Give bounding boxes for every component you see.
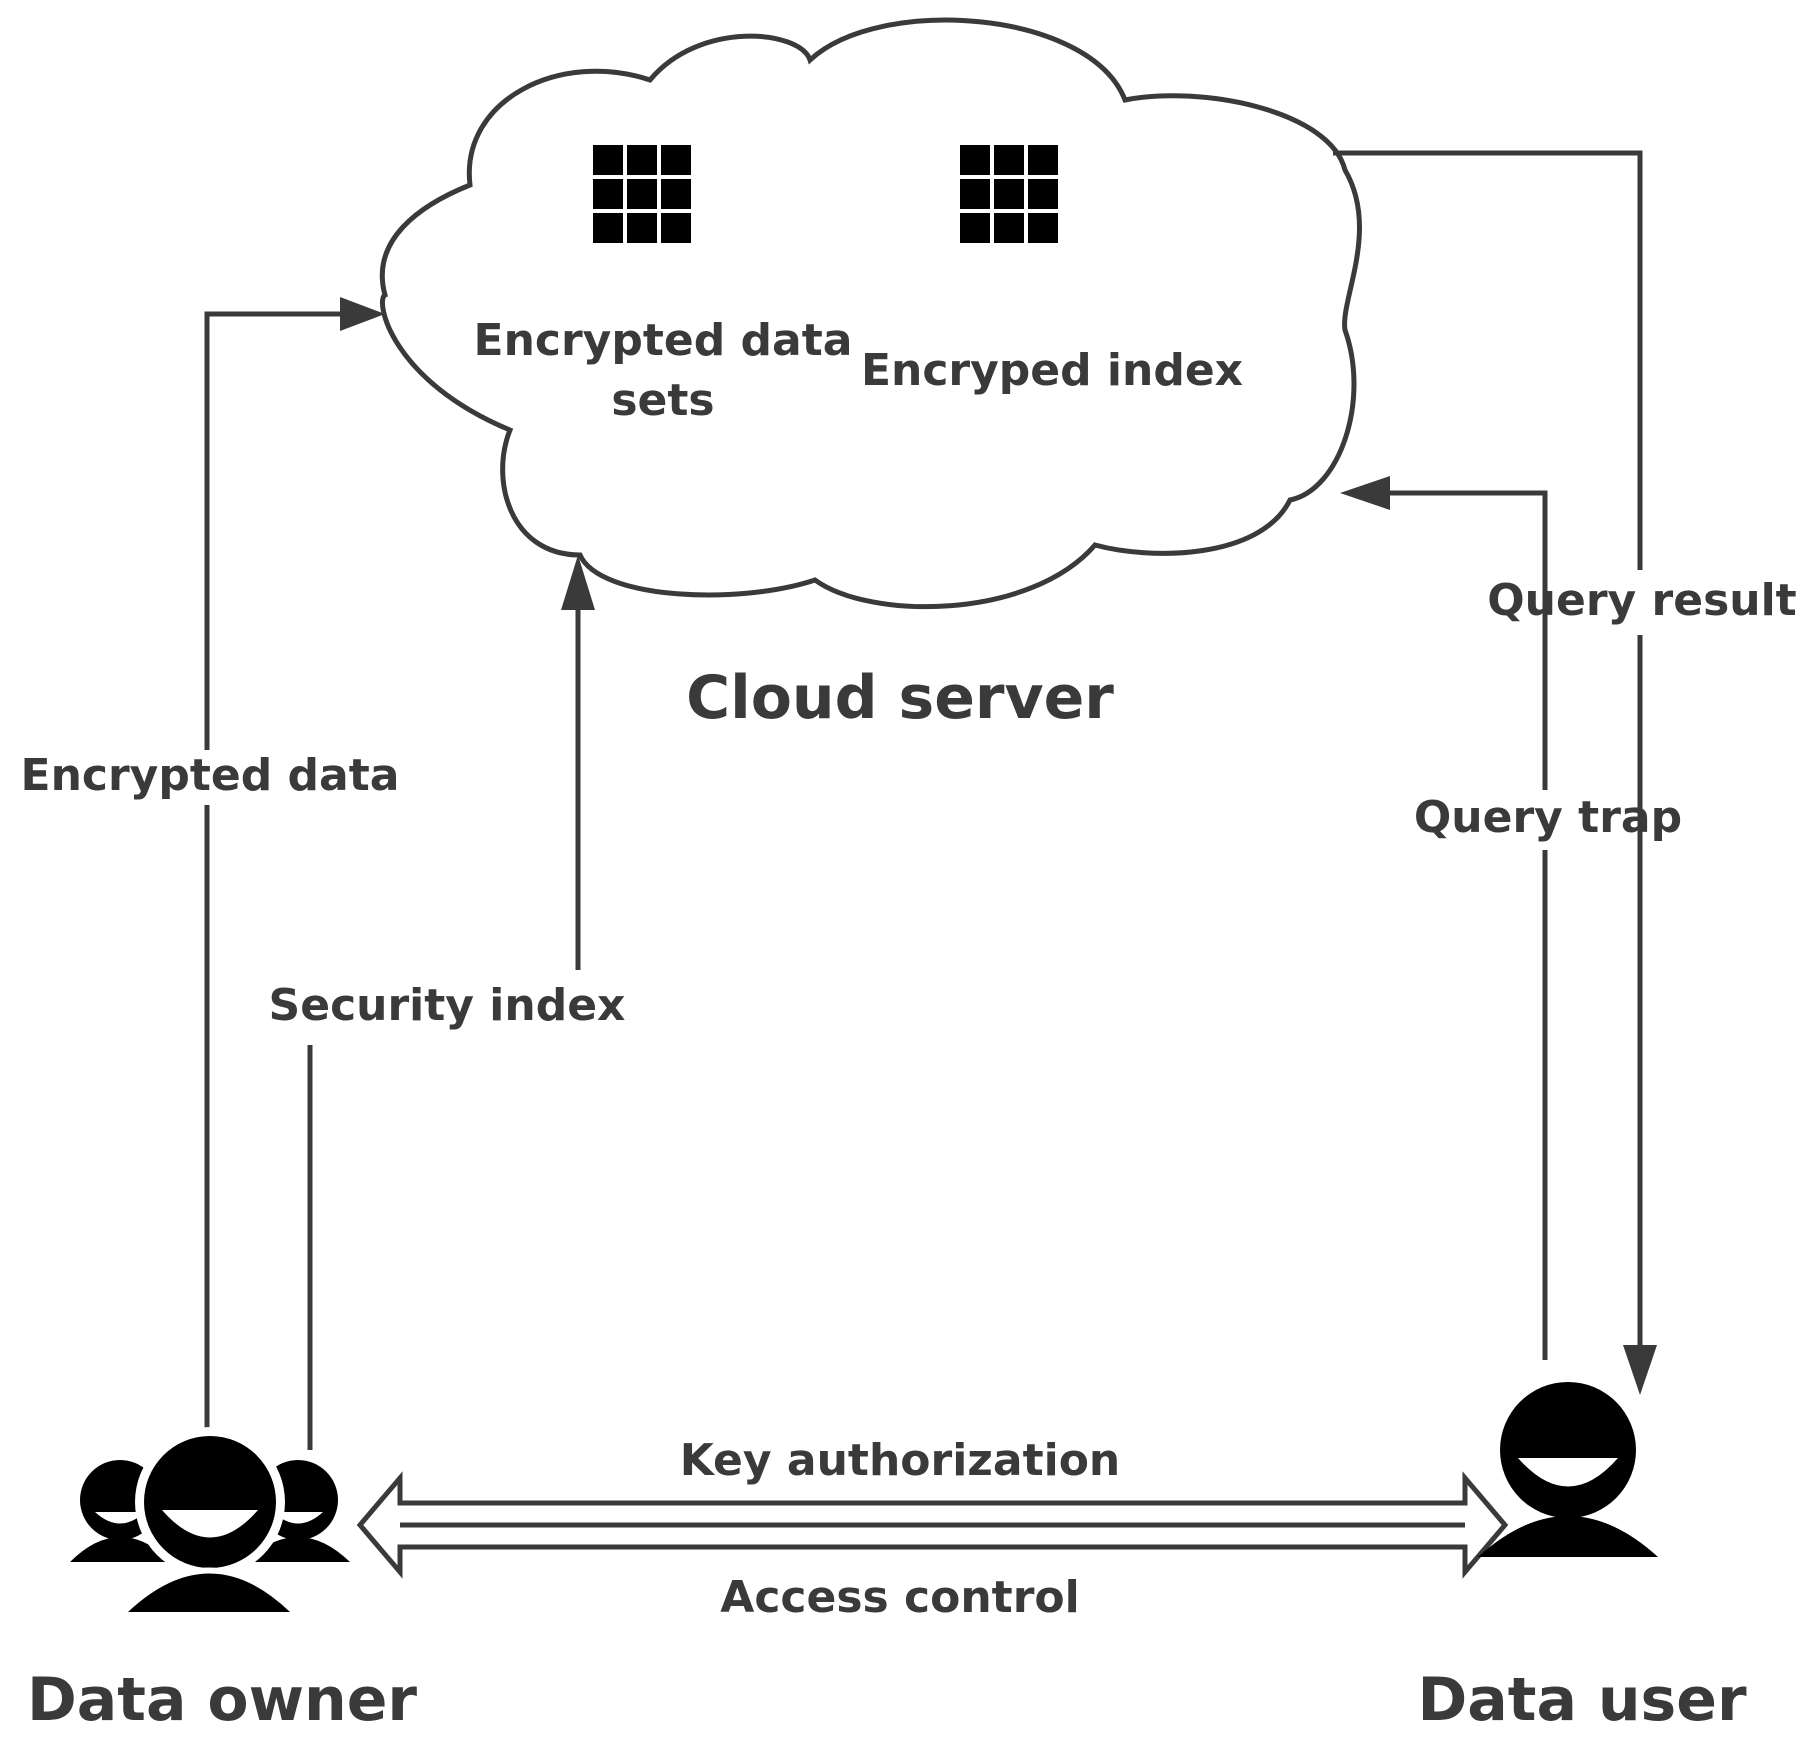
security-index-label: Security index xyxy=(269,980,626,1031)
encrypted-data-sets-label-line2: sets xyxy=(611,375,714,426)
encrypted-index-label: Encryped index xyxy=(861,345,1243,396)
access-control-label: Access control xyxy=(720,1572,1079,1623)
data-owner-label: Data owner xyxy=(27,1665,417,1735)
query-result-arrow xyxy=(1333,150,1657,1395)
security-index-arrow xyxy=(307,555,595,1450)
key-authorization-label: Key authorization xyxy=(680,1435,1121,1486)
encrypted-data-sets-label: Encrypted data xyxy=(474,315,853,366)
data-user-label: Data user xyxy=(1417,1665,1746,1735)
encrypted-data-label: Encrypted data xyxy=(21,750,400,801)
query-result-label: Query result xyxy=(1487,575,1796,626)
encrypted-index-grid-icon xyxy=(960,145,1058,243)
cloud-server-title: Cloud server xyxy=(686,663,1114,733)
user-group-icon xyxy=(70,1427,350,1615)
cloud-shape xyxy=(379,17,1362,610)
encrypted-data-arrow xyxy=(204,297,385,1428)
query-trap-arrow xyxy=(1340,476,1548,1360)
key-authorization-double-arrow xyxy=(356,1471,1509,1579)
query-trap-label: Query trap xyxy=(1414,792,1682,843)
encrypted-data-sets-grid-icon xyxy=(593,145,691,243)
user-icon xyxy=(1478,1382,1658,1557)
